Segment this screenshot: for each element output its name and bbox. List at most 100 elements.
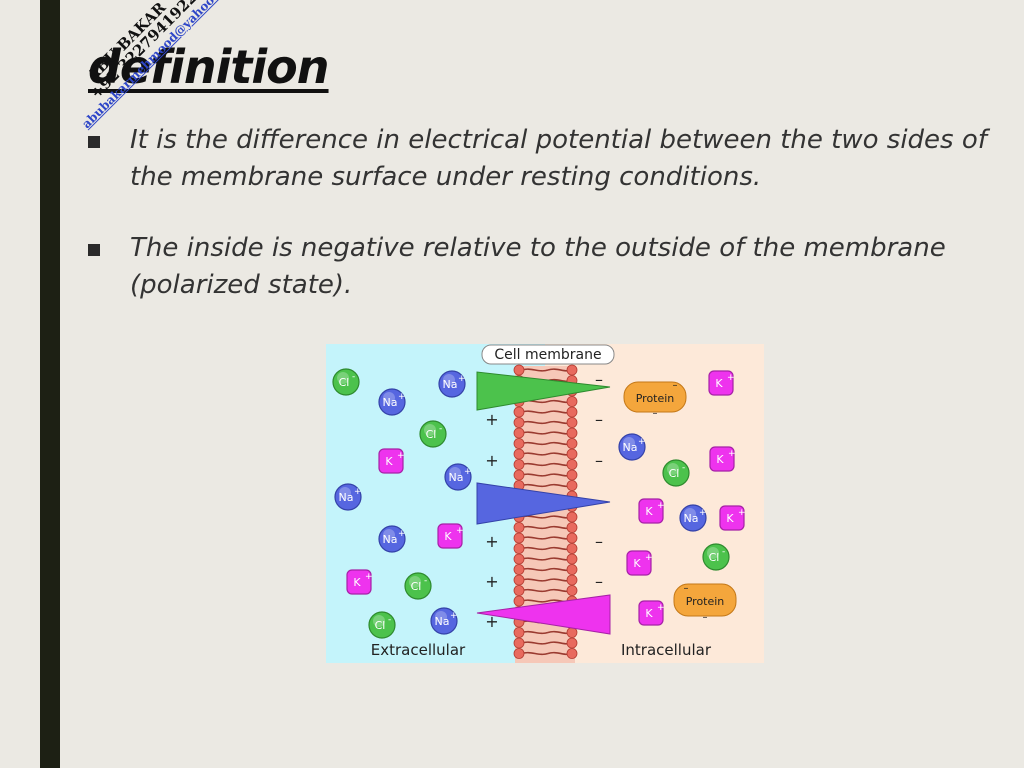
protein-charge: – — [684, 583, 689, 594]
na-ion: Na+ — [430, 607, 458, 635]
k-ion: K+ — [708, 370, 735, 396]
svg-text:Cl: Cl — [709, 551, 720, 564]
svg-text:K: K — [633, 557, 641, 570]
svg-text:Cl: Cl — [426, 428, 437, 441]
na-gradient-wedge — [476, 482, 611, 525]
svg-text:K: K — [645, 505, 653, 518]
na-ion: Na+ — [378, 388, 406, 416]
protein-label: Protein — [686, 595, 725, 608]
k-ion: K+ — [709, 446, 736, 472]
k-ion: K+ — [378, 448, 405, 474]
svg-text:K: K — [353, 576, 361, 589]
svg-text:+: + — [456, 526, 464, 536]
protein-label: Protein — [636, 392, 675, 405]
svg-text:+: + — [727, 373, 735, 383]
svg-text:+: + — [365, 572, 373, 582]
na-ion: Na+ — [438, 370, 466, 398]
svg-text:K: K — [645, 607, 653, 620]
plus-sign: + — [485, 410, 498, 429]
bullet-text: The inside is negative relative to the o… — [130, 233, 946, 300]
k-gradient-wedge — [476, 594, 611, 635]
svg-text:+: + — [645, 553, 653, 563]
svg-text:Cl: Cl — [375, 619, 386, 632]
minus-sign: – — [595, 572, 603, 591]
left-accent-bar — [40, 0, 60, 768]
svg-text:Na: Na — [383, 533, 398, 546]
svg-text:-: - — [439, 424, 442, 434]
svg-text:Na: Na — [339, 491, 354, 504]
svg-text:+: + — [398, 392, 406, 402]
positive-charges: + + + + + — [485, 410, 498, 631]
cl-ion: Cl- — [404, 572, 432, 600]
bullet-item: The inside is negative relative to the o… — [88, 230, 988, 304]
k-ion: K+ — [638, 498, 665, 524]
svg-text:K: K — [716, 453, 724, 466]
extracellular-label: Extracellular — [371, 641, 466, 659]
svg-text:K: K — [726, 512, 734, 525]
svg-text:K: K — [715, 377, 723, 390]
plus-sign: + — [485, 572, 498, 591]
svg-text:Cl: Cl — [669, 467, 680, 480]
svg-text:Na: Na — [443, 378, 458, 391]
svg-text:+: + — [458, 374, 466, 384]
na-ion: Na+ — [679, 504, 707, 532]
cl-ion: Cl- — [702, 543, 730, 571]
protein-top: Protein – – — [623, 380, 687, 419]
membrane-label-box: Cell membrane — [481, 344, 615, 365]
svg-text:Na: Na — [435, 615, 450, 628]
cl-ion: Cl- — [662, 459, 690, 487]
svg-text:+: + — [738, 508, 746, 518]
minus-sign: – — [595, 410, 603, 429]
svg-text:+: + — [397, 451, 405, 461]
cl-ion: Cl- — [368, 611, 396, 639]
k-ion: K+ — [719, 505, 746, 531]
svg-text:Na: Na — [383, 396, 398, 409]
protein-charge: – — [673, 380, 678, 391]
svg-text:+: + — [657, 603, 665, 613]
svg-text:-: - — [722, 547, 725, 557]
bullet-list: It is the difference in electrical poten… — [88, 122, 988, 338]
na-ion: Na+ — [444, 463, 472, 491]
svg-text:+: + — [638, 437, 646, 447]
na-ion: Na+ — [378, 525, 406, 553]
svg-text:-: - — [424, 576, 427, 586]
intracellular-label: Intracellular — [621, 641, 712, 659]
bullet-text: It is the difference in electrical poten… — [130, 125, 987, 192]
svg-text:+: + — [398, 529, 406, 539]
plus-sign: + — [485, 532, 498, 551]
minus-sign: – — [595, 370, 603, 389]
svg-text:Na: Na — [684, 512, 699, 525]
cl-ion: Cl- — [419, 420, 447, 448]
k-ion: K+ — [626, 550, 653, 576]
protein-charge: – — [703, 612, 708, 623]
ions: Cl-Na+Na+Cl-K+Na+Na+K+Na+K+Cl-Na+Cl-K+Na… — [332, 368, 746, 639]
svg-text:K: K — [385, 455, 393, 468]
svg-text:+: + — [464, 467, 472, 477]
cl-gradient-wedge — [476, 371, 611, 411]
svg-text:+: + — [699, 508, 707, 518]
na-ion: Na+ — [334, 483, 362, 511]
svg-text:-: - — [388, 615, 391, 625]
square-bullet-icon — [88, 136, 100, 148]
svg-text:Na: Na — [449, 471, 464, 484]
plus-sign: + — [485, 451, 498, 470]
protein-charge: – — [653, 408, 658, 419]
svg-text:+: + — [354, 487, 362, 497]
svg-text:-: - — [352, 372, 355, 382]
cell-membrane-label: Cell membrane — [494, 347, 601, 363]
k-ion: K+ — [638, 600, 665, 626]
svg-text:K: K — [444, 530, 452, 543]
k-ion: K+ — [346, 569, 373, 595]
minus-sign: – — [595, 451, 603, 470]
svg-text:+: + — [657, 501, 665, 511]
svg-text:Cl: Cl — [411, 580, 422, 593]
plus-sign: + — [485, 612, 498, 631]
svg-text:+: + — [728, 449, 736, 459]
k-ion: K+ — [437, 523, 464, 549]
svg-text:+: + — [450, 611, 458, 621]
na-ion: Na+ — [618, 433, 646, 461]
membrane-potential-diagram: +++++ ––––– Cl-Na+Na+Cl-K+Na+Na+K+Na+K+C… — [326, 344, 764, 663]
square-bullet-icon — [88, 244, 100, 256]
cl-ion: Cl- — [332, 368, 360, 396]
svg-text:Cl: Cl — [339, 376, 350, 389]
